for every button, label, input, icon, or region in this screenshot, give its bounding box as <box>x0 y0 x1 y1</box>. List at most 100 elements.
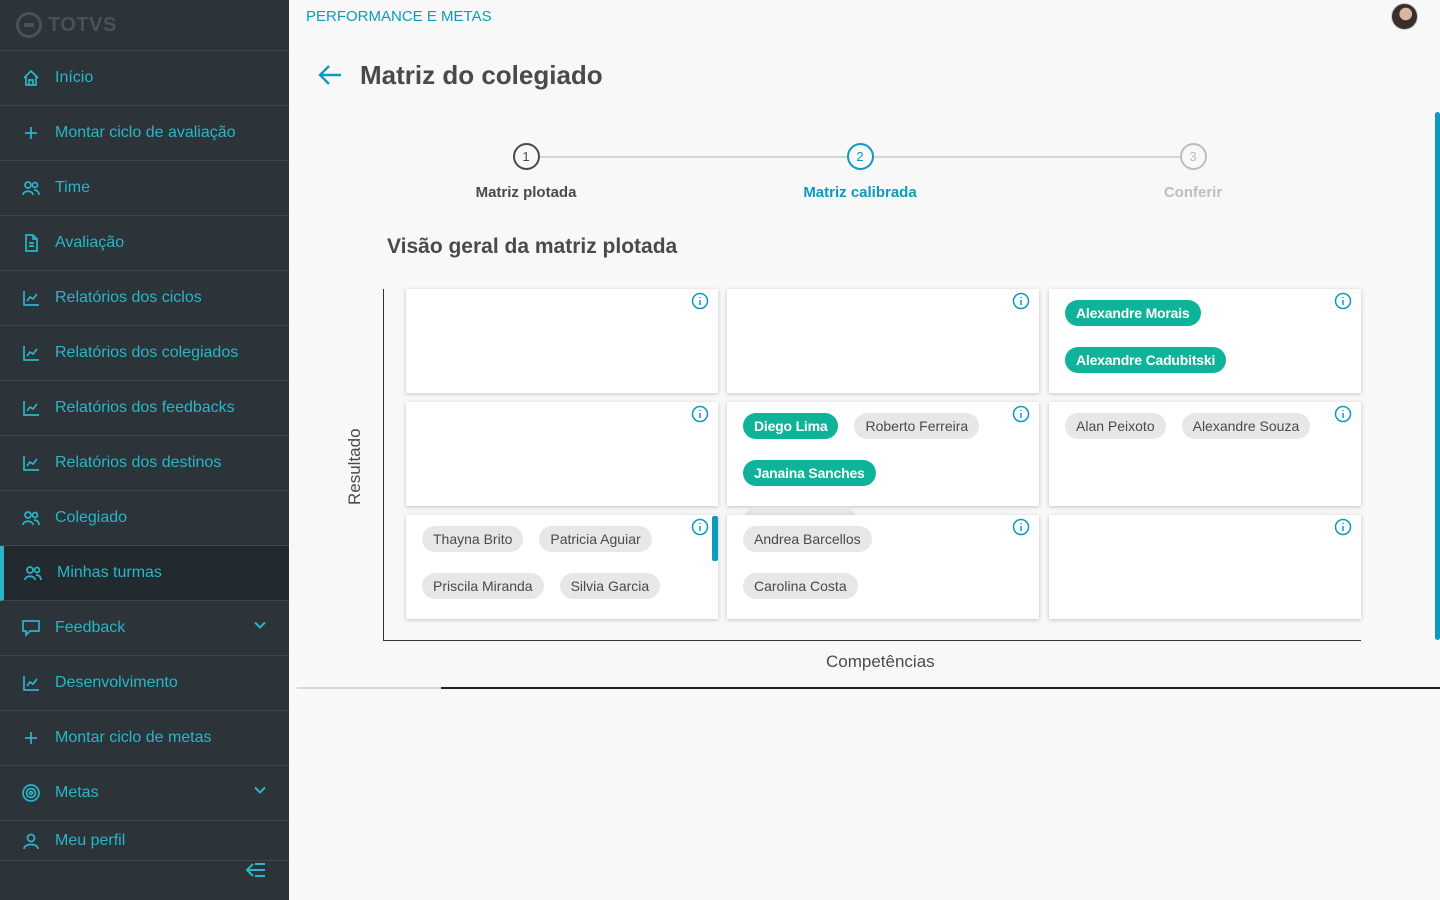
matrix-cell[interactable] <box>406 289 718 393</box>
page-scrollbar[interactable] <box>1435 112 1440 640</box>
main-content: PERFORMANCE E METAS Matriz do colegiado … <box>289 0 1440 900</box>
sidebar-item-desenvolvimento[interactable]: Desenvolvimento <box>0 656 289 711</box>
totvs-logo[interactable]: TOTVS <box>0 0 289 51</box>
chevron-down-icon <box>253 619 267 638</box>
home-icon <box>20 67 42 89</box>
sidebar-item-label: Relatórios dos ciclos <box>55 289 202 306</box>
sidebar-item-label: Colegiado <box>55 509 128 526</box>
sidebar-item-metas[interactable]: Metas <box>0 766 289 821</box>
person-chip[interactable]: Diego Lima <box>743 413 839 439</box>
person-chip[interactable]: Patricia Aguiar <box>539 526 652 552</box>
sidebar-item-label: Montar ciclo de avaliação <box>55 124 236 141</box>
document-icon <box>20 232 42 254</box>
totvs-logo-icon <box>16 12 42 38</box>
person-chip[interactable]: Alan Peixoto <box>1065 413 1166 439</box>
plus-icon <box>20 122 42 144</box>
info-icon[interactable] <box>691 405 709 423</box>
sidebar-item-label: Minhas turmas <box>57 564 162 581</box>
x-axis-label: Competências <box>826 652 935 671</box>
chip-list: Alan Peixoto Alexandre Souza <box>1065 413 1321 439</box>
info-icon[interactable] <box>691 292 709 310</box>
sidebar-item-time[interactable]: Time <box>0 161 289 216</box>
sidebar-item-relatorios-dos-ciclos[interactable]: Relatórios dos ciclos <box>0 271 289 326</box>
sidebar-item-relatorios-dos-colegiados[interactable]: Relatórios dos colegiados <box>0 326 289 381</box>
step-matriz-plotada[interactable]: 1 Matriz plotada <box>426 140 626 201</box>
user-avatar[interactable] <box>1391 3 1418 30</box>
sidebar-item-relatorios-dos-destinos[interactable]: Relatórios dos destinos <box>0 436 289 491</box>
sidebar-item-label: Relatórios dos feedbacks <box>55 399 235 416</box>
step-number: 3 <box>1179 143 1207 170</box>
info-icon[interactable] <box>1334 518 1352 536</box>
sidebar-item-label: Desenvolvimento <box>55 674 178 691</box>
sidebar-item-feedback[interactable]: Feedback <box>0 601 289 656</box>
matrix-cell[interactable] <box>727 289 1039 393</box>
step-label: Matriz plotada <box>475 184 577 201</box>
person-chip[interactable]: Priscila Miranda <box>422 573 544 599</box>
sidebar-item-colegiado[interactable]: Colegiado <box>0 491 289 546</box>
divider <box>441 687 1440 689</box>
sidebar-item-minhas-turmas[interactable]: Minhas turmas <box>0 546 289 601</box>
people-icon <box>20 177 42 199</box>
chart-icon <box>20 342 42 364</box>
matrix-cell[interactable]: Alan Peixoto Alexandre Souza <box>1049 402 1361 506</box>
info-icon[interactable] <box>691 518 709 536</box>
sidebar-item-relatorios-dos-feedbacks[interactable]: Relatórios dos feedbacks <box>0 381 289 436</box>
info-icon[interactable] <box>1012 518 1030 536</box>
person-chip[interactable]: Alexandre Souza <box>1181 413 1311 439</box>
info-icon[interactable] <box>1012 292 1030 310</box>
chevron-down-icon <box>253 784 267 803</box>
sidebar-item-montar-ciclo-de-avaliacao[interactable]: Montar ciclo de avaliação <box>0 106 289 161</box>
people-icon <box>20 507 42 529</box>
matrix-cell[interactable] <box>1049 515 1361 619</box>
step-number: 1 <box>512 143 540 170</box>
person-chip[interactable]: Alexandre Cadubitski <box>1065 347 1227 373</box>
sidebar-item-inicio[interactable]: Início <box>0 51 289 106</box>
step-conferir[interactable]: 3 Conferir <box>1093 140 1293 201</box>
sidebar-item-montar-ciclo-de-metas[interactable]: Montar ciclo de metas <box>0 711 289 766</box>
person-chip[interactable]: Andrea Barcellos <box>743 526 872 552</box>
matrix-cell[interactable] <box>406 402 718 506</box>
sidebar-item-label: Relatórios dos destinos <box>55 454 222 471</box>
logo-text: TOTVS <box>48 13 117 36</box>
chart-icon <box>20 672 42 694</box>
stepper-connector <box>874 156 1192 158</box>
info-icon[interactable] <box>1334 292 1352 310</box>
arrow-left-icon <box>318 65 341 85</box>
y-axis-label: Resultado <box>345 428 364 505</box>
collapse-menu-button[interactable] <box>245 861 267 884</box>
back-button[interactable] <box>315 60 345 95</box>
sidebar-item-label: Início <box>55 69 94 86</box>
info-icon[interactable] <box>1334 405 1352 423</box>
matrix-section-title: Visão geral da matriz plotada <box>387 235 678 258</box>
app-section-title: PERFORMANCE E METAS <box>306 8 492 25</box>
person-chip[interactable]: Roberto Ferreira <box>854 413 980 439</box>
person-chip[interactable]: Silvia Garcia <box>559 573 661 599</box>
person-chip[interactable]: Alexandre Morais <box>1065 300 1201 326</box>
sidebar-item-meu-perfil[interactable]: Meu perfil <box>0 821 289 861</box>
plus-icon <box>20 727 42 749</box>
collapse-menu-icon <box>245 863 265 877</box>
person-chip[interactable]: Thayna Brito <box>422 526 524 552</box>
chart-icon <box>20 452 42 474</box>
user-icon <box>20 830 42 852</box>
person-chip[interactable]: Janaina Sanches <box>743 460 876 486</box>
sidebar-item-avaliacao[interactable]: Avaliação <box>0 216 289 271</box>
cell-scrollbar[interactable] <box>712 516 718 561</box>
sidebar-item-label: Time <box>55 179 90 196</box>
chart-icon <box>20 397 42 419</box>
target-icon <box>20 782 42 804</box>
step-matriz-calibrada[interactable]: 2 Matriz calibrada <box>760 140 960 201</box>
divider <box>297 687 442 689</box>
person-chip[interactable]: Carolina Costa <box>743 573 858 599</box>
step-number: 2 <box>846 143 874 170</box>
info-icon[interactable] <box>1012 405 1030 423</box>
people-icon <box>22 562 44 584</box>
stepper: 1 Matriz plotada 2 Matriz calibrada 3 Co… <box>289 140 1440 210</box>
